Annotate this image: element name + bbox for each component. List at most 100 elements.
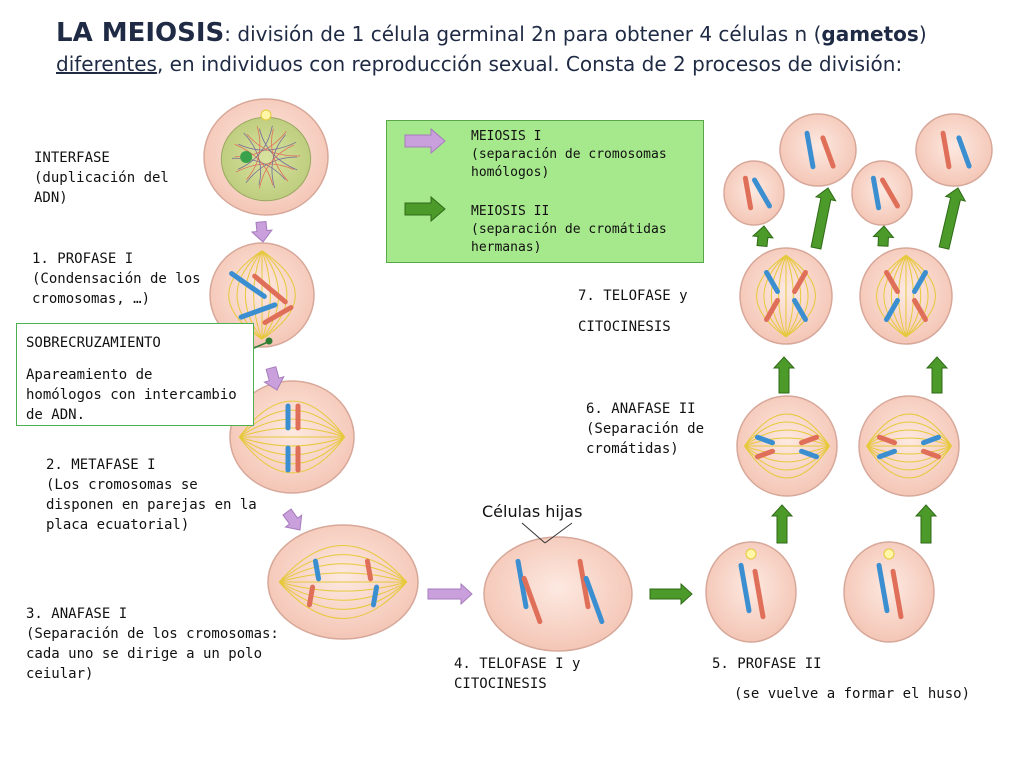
spindle-fiber [279, 581, 407, 601]
spindle-fiber [253, 250, 263, 340]
spindle-fiber [905, 254, 936, 338]
chromosome [238, 302, 278, 320]
cell-membrane [483, 536, 633, 652]
arrow-shape [427, 582, 473, 606]
cell-profase2-b [843, 541, 935, 643]
arrow-telofase2-gamete-1 [751, 225, 774, 248]
spindle-fiber [756, 254, 787, 338]
arrow-telofase1-profase2 [649, 582, 693, 606]
legend-meiosis2: MEIOSIS II (separación de cromátidas her… [471, 204, 667, 255]
spindle-fiber [238, 436, 346, 474]
spindle-fiber [279, 572, 407, 583]
cell-telofase2-b [859, 247, 953, 345]
title-part-2: ) [918, 22, 927, 46]
spindle-fiber [785, 254, 816, 338]
arrow-shape [872, 225, 895, 247]
spindle-fiber [866, 437, 952, 447]
arrow-interfase-profase1 [250, 220, 273, 243]
arrow-shape [770, 504, 794, 544]
spindle-fiber [278, 554, 408, 583]
chromatin [234, 131, 287, 158]
cell-telofase2-a [739, 247, 833, 345]
spindle-fiber [866, 445, 952, 463]
chromosome [583, 575, 605, 625]
spindle-fiber [905, 254, 929, 338]
cell-membrane [915, 113, 993, 187]
legend-arrows [404, 127, 446, 223]
hijas-connector-left [521, 522, 546, 544]
spindle-fiber [785, 254, 809, 338]
chromatin [237, 125, 273, 170]
meiosis2-legend-arrow [404, 195, 446, 223]
chromosome [920, 448, 942, 460]
cell-metafase1 [229, 380, 355, 494]
spindle-fiber [866, 421, 952, 447]
spindle-fiber [744, 421, 830, 447]
chromosome [876, 448, 898, 460]
nucleus [220, 116, 312, 202]
chromatin [238, 141, 297, 151]
legend-meiosis1: MEIOSIS I (separación de cromosomas homó… [471, 129, 667, 180]
spindle-fiber [866, 445, 952, 471]
title-lead: LA MEIOSIS [56, 18, 225, 48]
chromosome [912, 269, 928, 295]
cell-anafase2-a [736, 395, 838, 497]
cell-membrane [723, 160, 785, 226]
spindle-fiber [785, 255, 794, 337]
arrow-shape [751, 225, 774, 248]
cell-anafase1 [267, 524, 419, 640]
spindle-fiber [744, 445, 830, 471]
chromosome [884, 269, 900, 295]
chromatin [243, 132, 262, 186]
cell-interfase [203, 98, 329, 216]
cell-gamete-1 [723, 160, 785, 226]
spindle-fiber [279, 563, 407, 583]
chromosome [521, 575, 543, 625]
spindle-fiber [866, 445, 952, 479]
chromatin [258, 144, 295, 189]
chromosome [912, 297, 928, 323]
cell-gamete-2 [779, 113, 857, 187]
chromosome [738, 562, 752, 614]
spindle-fiber [883, 254, 907, 338]
chromosome [577, 558, 591, 610]
chromosome [798, 434, 820, 446]
chromosome [306, 584, 316, 608]
chromosome [920, 434, 942, 446]
arrow-shape [250, 220, 273, 243]
nucleolus [240, 151, 253, 163]
arrow-telofase2-gamete-2 [810, 187, 837, 250]
arrow-anafase2-telofase2-b [925, 356, 949, 394]
label-telofase2-a: 7. TELOFASE y [578, 288, 688, 304]
spindle-fiber [279, 581, 407, 592]
spindle-fiber [905, 254, 922, 338]
arrow-anafase2-telofase2-a [772, 356, 796, 394]
label-profase1: 1. PROFASE I (Condensación de los cromos… [32, 251, 201, 307]
label-sobrecruzamiento-desc: Apareamiento de homólogos con intercambi… [26, 367, 237, 423]
chromosome [752, 568, 766, 620]
chromatin [259, 128, 298, 171]
chromosome [754, 448, 776, 460]
arrow-metafase1-anafase1 [282, 508, 303, 531]
chromosome [229, 271, 267, 299]
cell-telofase1 [483, 536, 633, 652]
chromosome [880, 177, 900, 209]
label-profase2-desc: (se vuelve a formar el huso) [734, 686, 971, 702]
arrow-shape [925, 356, 949, 394]
arrow-shape [938, 187, 967, 250]
chromosome [515, 558, 529, 610]
chromatin [235, 163, 295, 173]
chromosome [312, 558, 322, 582]
chromosome [792, 269, 808, 295]
label-metafase1: 2. METAFASE I (Los cromosomas se dispone… [46, 457, 257, 533]
arrow-profase1-metafase1 [263, 366, 285, 391]
spindle-fiber [898, 255, 907, 337]
centrosome [260, 109, 272, 121]
chromosome [870, 175, 882, 211]
cell-profase2-a [705, 541, 797, 643]
title-bold-word: gametos [821, 22, 919, 46]
label-anafase1: 3. ANAFASE I (Separación de los cromosom… [26, 606, 279, 682]
spindle-fiber [238, 436, 346, 465]
spindle-fiber [744, 445, 830, 479]
cell-gamete-3 [851, 160, 913, 226]
